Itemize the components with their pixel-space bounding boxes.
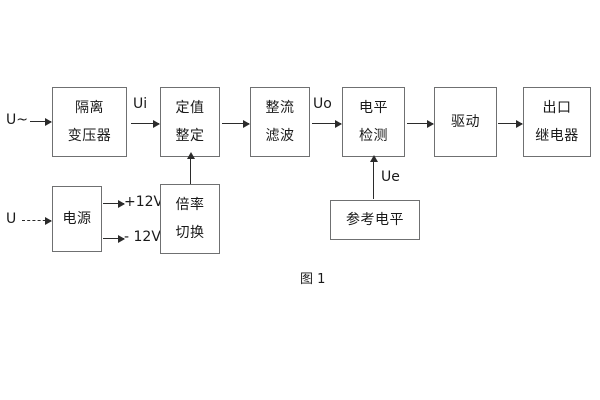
block-line: 倍率 — [175, 197, 205, 213]
block-output-relay: 出口 继电器 — [523, 87, 591, 157]
block-level-detection: 电平 检测 — [342, 87, 405, 157]
arrow-input-to-power-supply — [22, 216, 52, 225]
block-line: 出口 — [542, 100, 572, 116]
block-rectify-filter: 整流 滤波 — [250, 87, 310, 157]
block-line: 电平 — [359, 100, 388, 116]
block-multiplier-switch: 倍率 切换 — [160, 184, 220, 254]
input-label-udc: U — [6, 211, 17, 227]
block-line: 驱动 — [451, 114, 480, 130]
arrow-power-supply-positive-rail — [103, 199, 125, 208]
block-setting-value: 定值 整定 — [160, 87, 220, 157]
block-line: 定值 — [175, 100, 205, 116]
arrow-level-detection-to-drive — [407, 119, 434, 128]
arrow-setting-value-to-rectify-filter — [222, 119, 250, 128]
block-line: 整流 — [265, 100, 295, 116]
arrow-drive-to-output-relay — [498, 119, 523, 128]
rail-label-negative-12v: - 12V — [124, 229, 161, 245]
block-line: 电源 — [62, 211, 92, 227]
arrow-power-supply-negative-rail — [103, 234, 125, 243]
arrow-input-to-isolation-transformer — [30, 117, 52, 126]
arrow-rectify-filter-to-level-detection — [312, 119, 342, 128]
input-label-uac: U~ — [6, 112, 28, 128]
arrow-isolation-transformer-to-setting-value — [131, 119, 160, 128]
signal-label-uo: Uo — [313, 96, 332, 112]
signal-label-ui: Ui — [133, 96, 148, 112]
signal-label-ue: Ue — [381, 169, 400, 185]
arrow-multiplier-switch-to-setting-value — [186, 152, 195, 184]
block-line: 整定 — [175, 128, 205, 144]
block-drive: 驱动 — [434, 87, 497, 157]
block-line: 继电器 — [535, 128, 579, 144]
arrow-reference-level-to-level-detection — [369, 155, 378, 199]
block-line: 切换 — [175, 225, 205, 241]
rail-label-positive-12v: +12V — [124, 194, 164, 210]
block-line: 参考电平 — [346, 212, 404, 228]
figure-caption: 图 1 — [300, 272, 326, 287]
block-power-supply: 电源 — [52, 186, 102, 252]
block-isolation-transformer: 隔离 变压器 — [52, 87, 127, 157]
block-reference-level: 参考电平 — [330, 200, 420, 240]
block-line: 滤波 — [265, 128, 295, 144]
block-line: 检测 — [359, 128, 388, 144]
block-line: 隔离 — [75, 100, 104, 116]
block-line: 变压器 — [67, 128, 112, 144]
